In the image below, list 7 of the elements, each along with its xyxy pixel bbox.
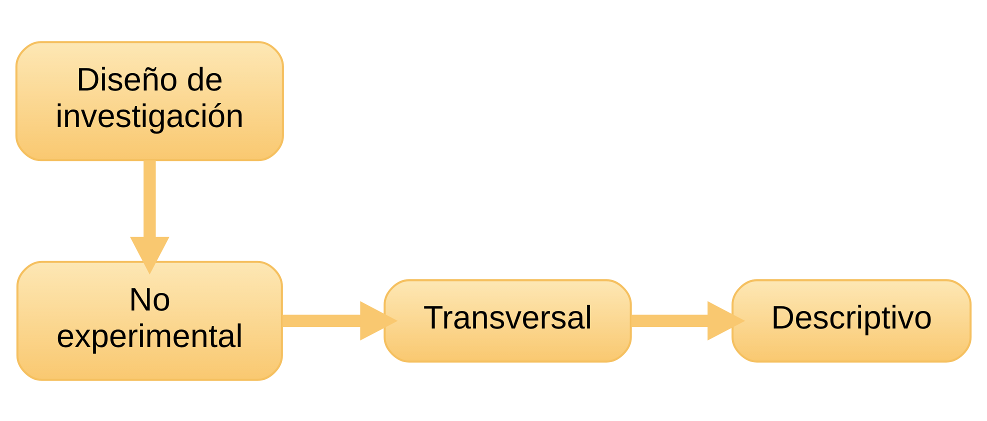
node-box: Diseño de investigación (15, 40, 284, 161)
arrow (282, 300, 398, 340)
node-box: Descriptivo (732, 278, 972, 362)
node-box: Transversal (384, 278, 632, 362)
arrow (130, 160, 170, 274)
node-box: No experimental (16, 260, 283, 380)
arrow (631, 300, 746, 340)
